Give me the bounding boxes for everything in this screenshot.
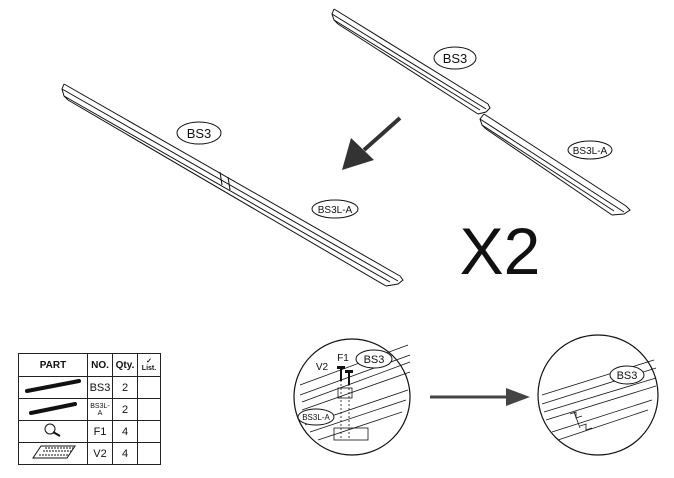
header-no: NO. — [87, 353, 113, 377]
part-qty: 4 — [112, 420, 138, 443]
check-icon: ✓ — [146, 358, 152, 365]
table-row: BS3L-A 2 — [18, 398, 161, 421]
label-left-bs3la: BS3L-A — [318, 205, 353, 216]
part-image — [18, 376, 88, 399]
joined-beam — [61, 83, 404, 287]
long-beam-icon — [25, 379, 81, 393]
header-qty: Qty. — [112, 353, 138, 377]
header-part: PART — [18, 353, 88, 377]
part-image — [18, 442, 88, 465]
label-left-bs3: BS3 — [187, 126, 212, 141]
label-top-bs3: BS3 — [443, 51, 468, 66]
label-oval-top-bs3 — [433, 46, 477, 70]
quantity-multiplier: X2 — [460, 214, 541, 288]
beam-bs3-separated — [331, 8, 491, 115]
part-qty: 4 — [112, 442, 138, 465]
header-list: ✓ List. — [137, 353, 161, 377]
label-oval-top-bs3la — [567, 140, 613, 160]
label-oval-detail-bs3 — [355, 349, 393, 369]
label-oval-left-bs3la — [311, 199, 359, 219]
label-oval-detail-bs3la — [297, 408, 335, 426]
label-oval-result-bs3 — [609, 365, 645, 385]
label-detail-bs3: BS3 — [364, 354, 385, 366]
table-row: F1 4 — [18, 420, 161, 443]
join-arrow — [342, 116, 402, 170]
screw-icon — [44, 423, 61, 437]
separated-beams — [331, 8, 631, 216]
detail-circle-after — [537, 334, 659, 456]
part-qty: 2 — [112, 376, 138, 399]
part-no: F1 — [87, 420, 113, 443]
part-no: BS3 — [87, 376, 113, 399]
list-check-cell[interactable] — [137, 442, 161, 465]
result-arrow — [430, 388, 530, 406]
header-list-label: List. — [141, 365, 157, 372]
part-image — [18, 398, 88, 421]
table-row: V2 4 — [18, 442, 161, 465]
part-qty: 2 — [112, 398, 138, 421]
beam-bs3la-separated — [479, 113, 631, 216]
label-oval-left-bs3 — [176, 121, 222, 145]
nut-plate-icon — [32, 445, 76, 459]
part-no: BS3L-A — [87, 398, 113, 421]
short-beam-icon — [29, 402, 77, 415]
detail-circle-before — [293, 338, 411, 456]
list-check-cell[interactable] — [137, 420, 161, 443]
label-result-bs3: BS3 — [617, 370, 638, 382]
label-detail-bs3la: BS3L-A — [302, 413, 330, 422]
table-header-row: PART NO. Qty. ✓ List. — [18, 353, 161, 377]
label-top-bs3la: BS3L-A — [573, 146, 608, 157]
parts-list-table: PART NO. Qty. ✓ List. BS3 2 BS3L-A 2 — [18, 353, 161, 465]
label-detail-f1: F1 — [337, 353, 349, 364]
part-no: V2 — [87, 442, 113, 465]
list-check-cell[interactable] — [137, 376, 161, 399]
screw-icon — [337, 366, 353, 385]
label-detail-v2: V2 — [316, 362, 329, 373]
table-row: BS3 2 — [18, 376, 161, 399]
part-image — [18, 420, 88, 443]
list-check-cell[interactable] — [137, 398, 161, 421]
